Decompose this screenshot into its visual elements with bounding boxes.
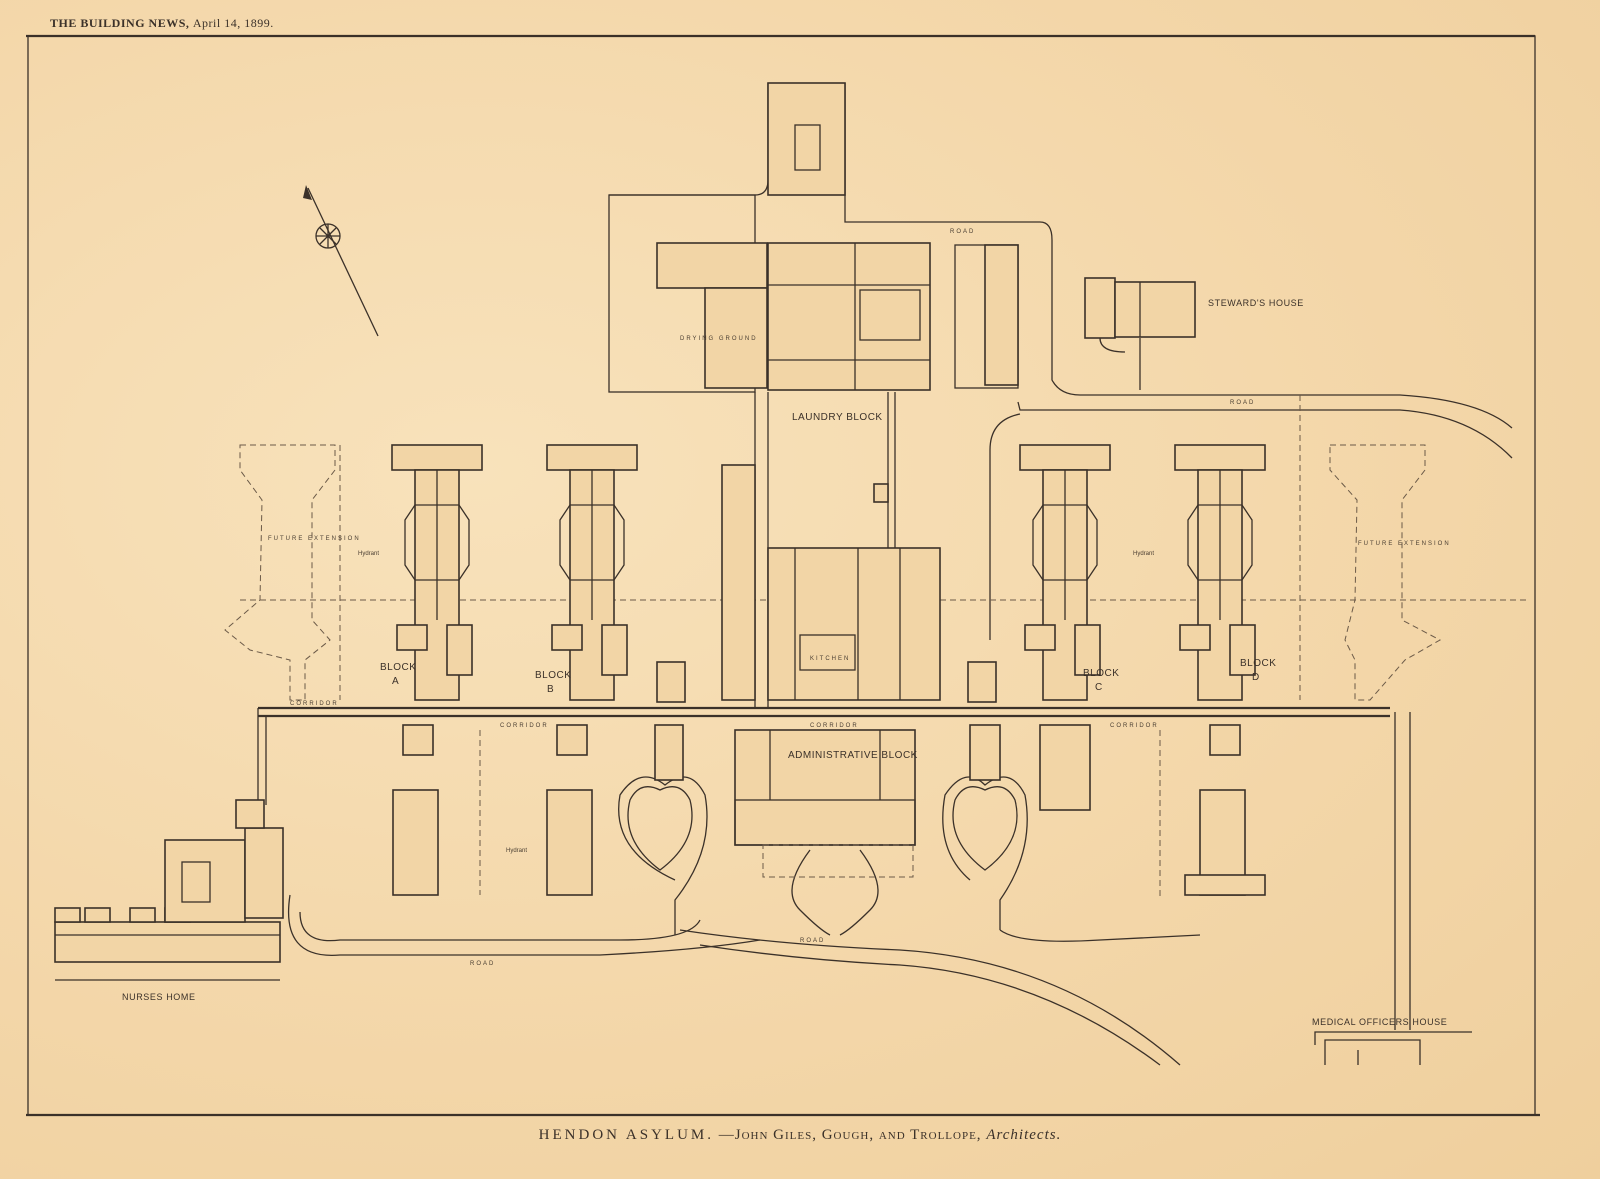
corridor-label-admin: CORRIDOR	[810, 723, 859, 729]
block-c-label-1: BLOCK	[1083, 668, 1119, 679]
nurses-home-label: NURSES HOME	[122, 992, 196, 1002]
corridor-label-west: CORRIDOR	[290, 701, 339, 707]
laundry-block-label: LAUNDRY BLOCK	[792, 412, 883, 423]
lodge-west	[656, 661, 686, 703]
road-label-east: ROAD	[1230, 400, 1255, 406]
block-d-label-1: BLOCK	[1240, 658, 1276, 669]
main-corridor: CORRIDOR CORRIDOR CORRIDOR CORRIDOR	[257, 701, 1390, 805]
block-d-letter: D	[1252, 672, 1260, 683]
south-ward-d-head	[1184, 874, 1266, 896]
future-extension-label-east: FUTURE EXTENSION	[1358, 541, 1451, 547]
publication-date: April 14, 1899.	[192, 16, 274, 30]
kitchen-label: KITCHEN	[810, 656, 850, 662]
laundry-block: DRYING GROUND LAUNDRY BLOCK	[608, 82, 1019, 708]
ward-small-room-c	[1024, 624, 1056, 651]
ward-annex-b	[601, 624, 628, 676]
hydrant-label: Hydrant	[358, 551, 379, 557]
block-c-letter: C	[1095, 682, 1103, 693]
stewards-house-label: STEWARD'S HOUSE	[1208, 298, 1304, 308]
publication-header: THE BUILDING NEWS, April 14, 1899.	[50, 16, 274, 31]
ward-head-b	[546, 444, 638, 471]
south-ward-link-a	[402, 724, 434, 756]
hydrant-label: Hydrant	[1133, 551, 1154, 557]
future-extension-label-west: FUTURE EXTENSION	[268, 536, 361, 542]
annex-east	[969, 724, 1001, 781]
road-label-southwest: ROAD	[470, 961, 495, 967]
road-label-south: ROAD	[800, 938, 825, 944]
road-label-top: ROAD	[950, 229, 975, 235]
publication-name: THE BUILDING NEWS,	[50, 16, 190, 30]
ward-small-room-b	[551, 624, 583, 651]
stewards-house: STEWARD'S HOUSE	[1084, 277, 1304, 390]
ward-annex-c	[1074, 624, 1101, 676]
block-a-letter: A	[392, 676, 399, 687]
plate-caption: HENDON ASYLUM. —John Giles, Gough, and T…	[0, 1127, 1600, 1144]
annex-c	[1039, 724, 1091, 811]
south-ward-link-d	[1209, 724, 1241, 756]
ward-dayroom-b	[559, 504, 625, 581]
ward-dayroom-a	[404, 504, 470, 581]
annex-west	[654, 724, 684, 781]
ward-head-d	[1174, 444, 1266, 471]
caption-title: HENDON ASYLUM.	[538, 1127, 714, 1143]
south-ward-b	[546, 789, 593, 896]
nurses-home: NURSES HOME	[54, 799, 284, 1002]
corridor-label-b: CORRIDOR	[500, 723, 549, 729]
lodge-east	[967, 661, 997, 703]
drying-ground-label: DRYING GROUND	[680, 336, 758, 342]
south-ward-a	[392, 789, 439, 896]
hydrant-label: Hydrant	[506, 848, 527, 854]
ward-dayroom-c	[1032, 504, 1098, 581]
caption-architects: —John Giles, Gough, and Trollope,	[718, 1127, 982, 1143]
ward-dayroom-d	[1187, 504, 1253, 581]
medical-officers-house: MEDICAL OFFICERS HOUSE	[1312, 1017, 1472, 1065]
kitchen-block: KITCHEN	[721, 464, 941, 701]
south-ward-link-b	[556, 724, 588, 756]
medical-officers-house-label: MEDICAL OFFICERS HOUSE	[1312, 1017, 1447, 1027]
block-a-label-1: BLOCK	[380, 662, 416, 673]
administrative-block: ADMINISTRATIVE BLOCK	[734, 729, 918, 878]
future-extension-west: FUTURE EXTENSION	[224, 444, 361, 701]
ward-head-c	[1019, 444, 1111, 471]
ward-small-room-a	[396, 624, 428, 651]
ward-blocks	[391, 444, 1266, 896]
administrative-label: ADMINISTRATIVE BLOCK	[788, 750, 918, 761]
ward-head-a	[391, 444, 483, 471]
caption-role: Architects.	[986, 1127, 1062, 1143]
block-b-label-1: BLOCK	[535, 670, 571, 681]
block-b-letter: B	[547, 684, 554, 695]
ward-small-room-d	[1179, 624, 1211, 651]
future-extension-east: FUTURE EXTENSION	[1329, 444, 1451, 701]
north-arrow-icon	[303, 185, 379, 337]
corridor-label-east: CORRIDOR	[1110, 723, 1159, 729]
ward-annex-d	[1229, 624, 1256, 676]
ward-annex-a	[446, 624, 473, 676]
